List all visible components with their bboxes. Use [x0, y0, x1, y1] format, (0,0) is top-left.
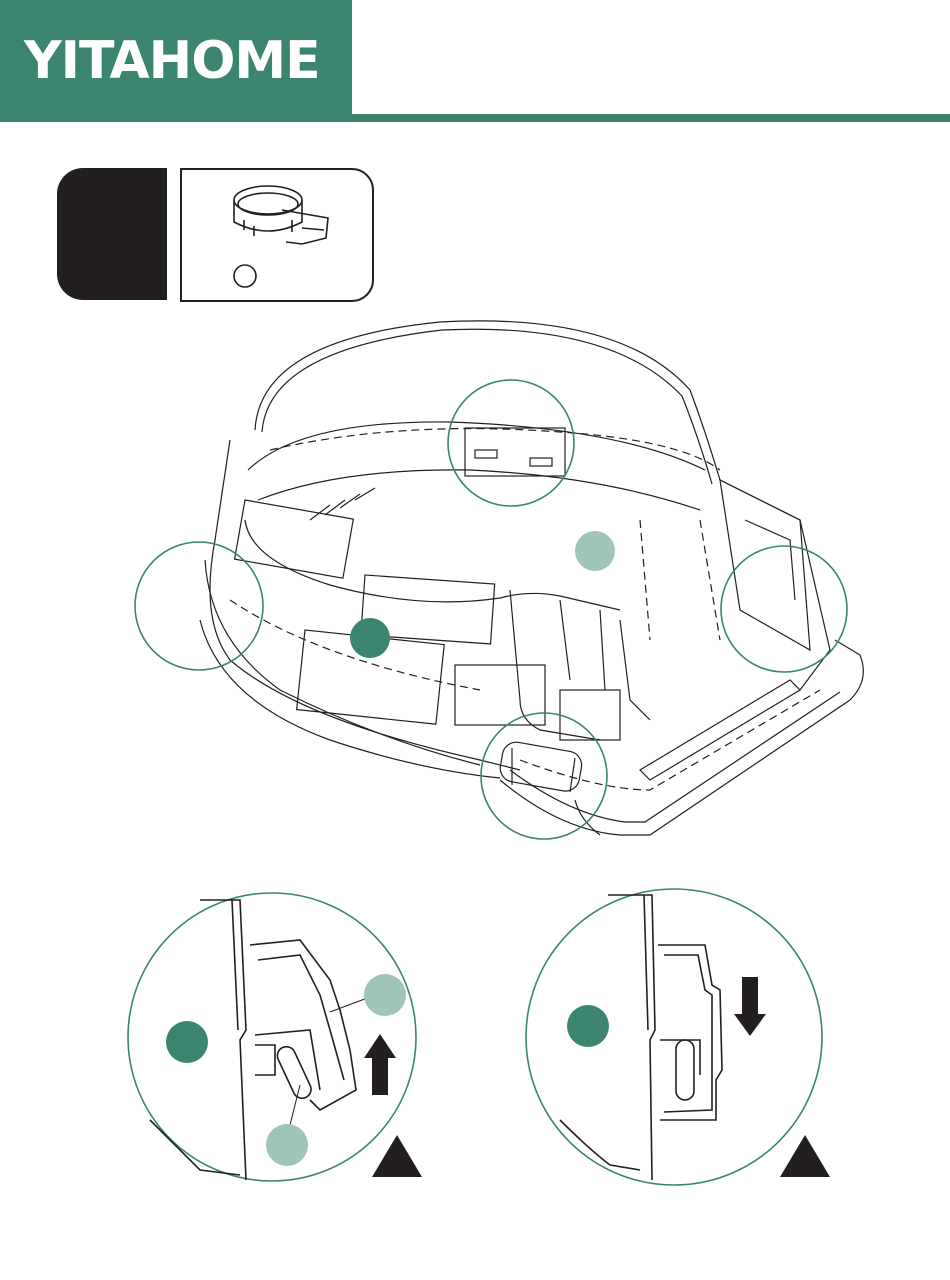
detail-dot-light — [364, 974, 406, 1016]
label-dot-dark — [350, 618, 390, 658]
callout-rear-tab — [448, 380, 574, 506]
arrow-up-icon — [364, 1034, 396, 1095]
label-dot-light — [575, 531, 615, 571]
callout-front-latch — [481, 713, 607, 839]
detail-latch-open — [128, 893, 422, 1181]
triangle-warning-icon-2 — [780, 1135, 830, 1177]
arrow-down-icon — [734, 977, 766, 1036]
triangle-warning-icon — [372, 1135, 422, 1177]
detail-dot-dark-2 — [567, 1005, 609, 1047]
detail-latch-closed — [526, 889, 830, 1185]
detail-dot-light-2 — [266, 1124, 308, 1166]
house-base-drawing — [200, 321, 863, 835]
detail-dot-dark — [166, 1021, 208, 1063]
callout-left-corner — [135, 542, 263, 670]
